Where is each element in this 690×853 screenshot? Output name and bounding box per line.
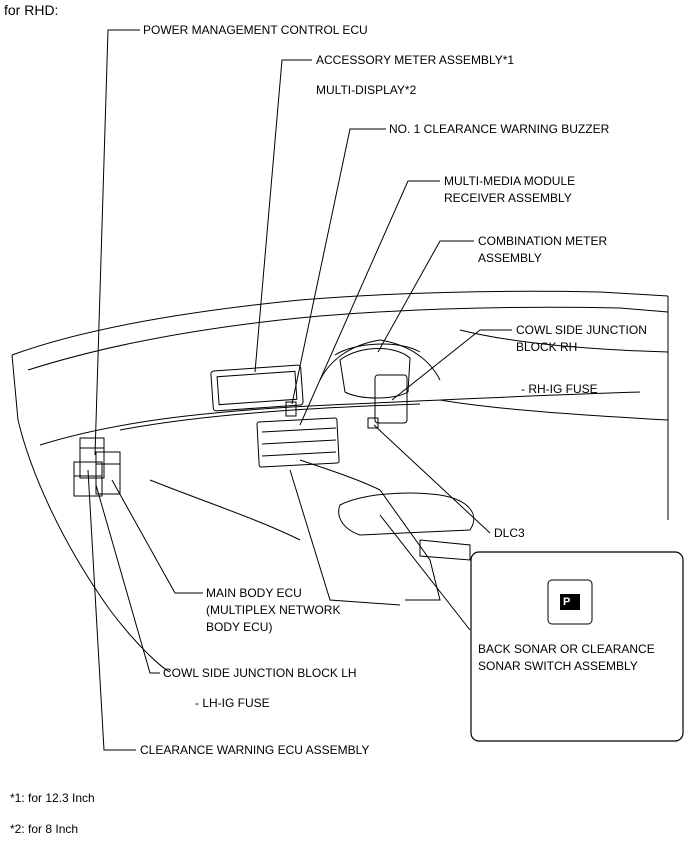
buzzer-shape xyxy=(285,401,297,417)
armrest xyxy=(338,492,475,536)
leader-clearance-buzzer xyxy=(291,128,386,405)
dashboard-inner-curve xyxy=(119,403,421,431)
label-clearance-buzzer: NO. 1 CLEARANCE WARNING BUZZER xyxy=(389,122,610,136)
label-combination-meter-line1: COMBINATION METER xyxy=(478,234,608,248)
label-power-mgmt-ecu: POWER MANAGEMENT CONTROL ECU xyxy=(143,23,368,37)
leader-clearance-ecu xyxy=(87,469,136,751)
main-body-ecu-shape xyxy=(95,451,121,495)
label-main-body-ecu-line3: BODY ECU) xyxy=(206,620,273,634)
label-multi-display: MULTI-DISPLAY*2 xyxy=(316,83,417,97)
label-cowl-rh-line1: COWL SIDE JUNCTION xyxy=(516,323,647,337)
dashboard-top-outline xyxy=(11,290,669,356)
sonar-switch-inset-box xyxy=(470,551,684,742)
dlc3-shape xyxy=(367,417,379,429)
leader-sonar-switch xyxy=(379,514,471,631)
label-sonar-switch-line2: SONAR SWITCH ASSEMBLY xyxy=(478,659,638,673)
combination-meter-hood xyxy=(334,343,421,356)
combination-meter-shape xyxy=(339,348,411,399)
label-sonar-switch-line1: BACK SONAR OR CLEARANCE xyxy=(478,642,655,656)
accessory-meter-screen xyxy=(216,370,298,406)
multimedia-slot-2 xyxy=(261,439,337,445)
label-combination-meter-line2: ASSEMBLY xyxy=(478,251,542,265)
diagram-heading: for RHD: xyxy=(4,2,59,18)
dashboard-lower-curve xyxy=(39,391,641,446)
power-mgmt-ecu-shape xyxy=(79,437,105,479)
floor-line xyxy=(149,479,301,541)
shifter-area xyxy=(419,539,471,561)
multimedia-module-shape xyxy=(256,417,340,468)
label-dlc3: DLC3 xyxy=(494,526,525,540)
label-accessory-meter: ACCESSORY METER ASSEMBLY*1 xyxy=(316,53,515,67)
right-dash-curve xyxy=(459,329,669,353)
multimedia-slot-1 xyxy=(261,427,337,433)
leader-combination-meter xyxy=(377,240,474,353)
label-main-body-ecu-line2: (MULTIPLEX NETWORK xyxy=(206,603,341,617)
label-cowl-lh: COWL SIDE JUNCTION BLOCK LH xyxy=(163,666,357,680)
cowl-lh-shape xyxy=(73,461,103,497)
leader-accessory-meter xyxy=(254,59,312,373)
right-dash-lower xyxy=(439,399,669,421)
leader-dlc3 xyxy=(373,424,491,534)
cowl-rh-shape xyxy=(374,374,408,424)
leader-multimedia xyxy=(299,180,440,426)
leader-main-body-ecu xyxy=(111,479,203,594)
center-console xyxy=(299,459,441,601)
leader-cowl-lh xyxy=(95,484,160,674)
label-lh-ig-fuse: - LH-IG FUSE xyxy=(195,696,270,710)
dashboard-left-side xyxy=(11,354,171,673)
sonar-switch-icon-bg xyxy=(560,594,580,610)
center-console-lower xyxy=(289,469,401,606)
footnote-2: *2: for 8 Inch xyxy=(10,822,79,836)
footnote-1: *1: for 12.3 Inch xyxy=(10,791,95,805)
label-main-body-ecu-line1: MAIN BODY ECU xyxy=(206,586,302,600)
label-clearance-ecu: CLEARANCE WARNING ECU ASSEMBLY xyxy=(140,743,370,757)
sonar-switch-glyph: P xyxy=(563,596,571,608)
steering-column xyxy=(319,339,441,381)
leader-cowl-rh xyxy=(391,329,512,401)
leader-power-mgmt-ecu xyxy=(94,29,140,456)
dashboard-top-edge xyxy=(27,306,669,371)
multimedia-slot-3 xyxy=(261,451,337,457)
label-multimedia-line2: RECEIVER ASSEMBLY xyxy=(444,191,572,205)
label-cowl-rh-line2: BLOCK RH xyxy=(516,340,578,354)
label-rh-ig-fuse: - RH-IG FUSE xyxy=(521,382,598,396)
label-multimedia-line1: MULTI-MEDIA MODULE xyxy=(444,174,576,188)
